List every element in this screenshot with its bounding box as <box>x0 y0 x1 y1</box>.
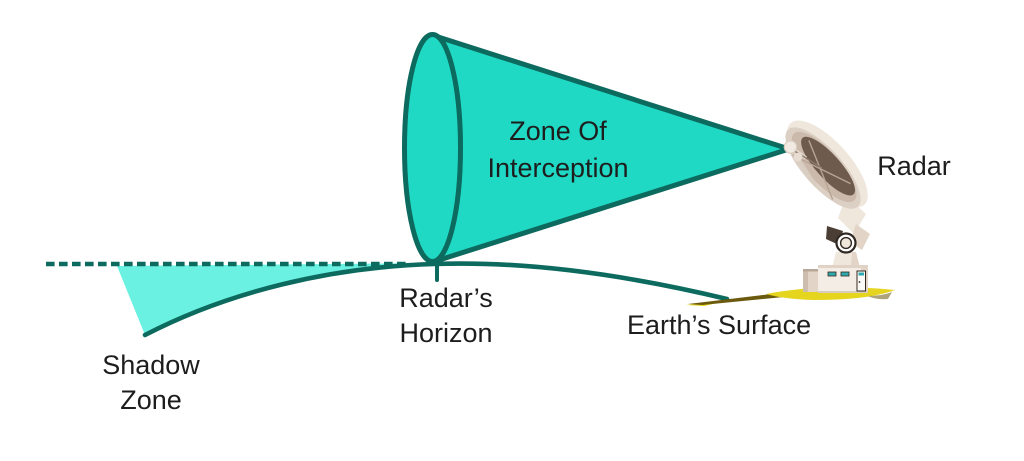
earth-surface-curve <box>142 261 730 338</box>
cone-body <box>432 35 789 261</box>
radars-horizon-label: Radar’s Horizon <box>376 281 516 351</box>
earths-surface-label: Earth’s Surface <box>627 310 812 340</box>
shadow-zone-line1: Shadow <box>102 350 200 380</box>
radars-horizon-line2: Horizon <box>399 318 493 348</box>
cone-bottom-edge <box>433 146 792 264</box>
zone-of-interception-label: Zone Of Interception <box>448 113 668 187</box>
radar-station <box>783 120 870 293</box>
shadow-zone-label: Shadow Zone <box>80 348 222 418</box>
shadow-zone-line2: Zone <box>120 385 182 415</box>
cone-top-edge <box>429 32 792 152</box>
radar-station-building-icon <box>803 252 868 293</box>
zone-of-interception-line2: Interception <box>487 153 629 183</box>
cone-mouth-ellipse <box>402 32 463 264</box>
radar-dish-icon <box>785 120 868 209</box>
radars-horizon-line1: Radar’s <box>399 283 493 313</box>
zone-of-interception-line1: Zone Of <box>509 116 607 146</box>
interception-cone <box>402 32 792 282</box>
shadow-zone-shape <box>117 263 434 335</box>
radar-label: Radar <box>877 151 951 181</box>
dish-feed <box>783 140 823 187</box>
